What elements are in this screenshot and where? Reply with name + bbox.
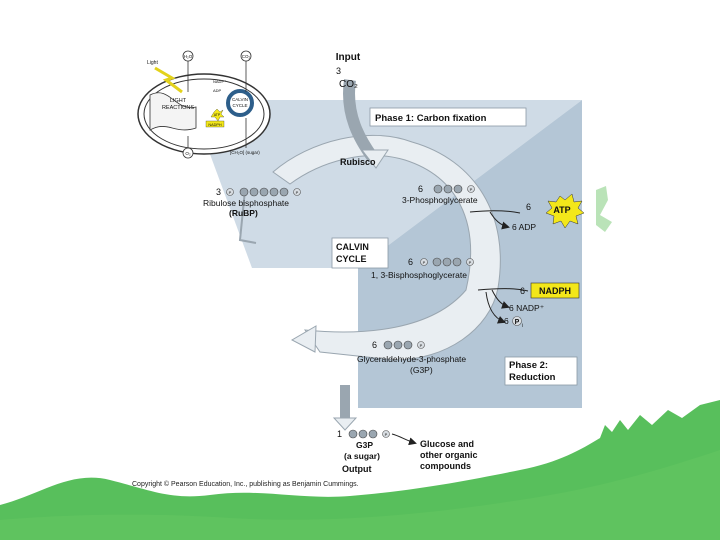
pga-molecule — [433, 184, 475, 194]
rubp-count: 3 — [216, 187, 221, 197]
inset-atp: ATP — [214, 113, 221, 117]
calvin-cycle-arrow — [272, 134, 501, 361]
inset-light-reactions: LIGHT — [170, 98, 187, 104]
bpg-name: 1, 3-Bisphosphoglycerate — [371, 270, 467, 280]
inset-sugar: [CH₂O] (sugar) — [230, 150, 260, 155]
phase1-label: Phase 1: Carbon fixation — [375, 113, 487, 124]
input-count: 3 — [336, 66, 341, 76]
output-products-3: compounds — [420, 461, 471, 471]
adp-label: 6 ADP — [512, 222, 536, 232]
svg-text:CYCLE: CYCLE — [336, 254, 367, 264]
rubisco-label: Rubisco — [340, 157, 376, 167]
output-desc: (a sugar) — [344, 451, 380, 461]
rubp-abbr: (RuBP) — [229, 208, 258, 218]
pga-count: 6 — [418, 184, 423, 194]
output-molecule — [348, 429, 390, 439]
bpg-molecule — [420, 257, 474, 267]
g3p-molecule — [383, 340, 425, 350]
pga-name: 3-Phosphoglycerate — [402, 195, 478, 205]
atp-label: ATP — [553, 205, 570, 215]
input-title: Input — [336, 52, 361, 63]
svg-text:ADP: ADP — [213, 88, 222, 93]
svg-text:P: P — [420, 343, 423, 348]
inset-light: Light — [147, 60, 158, 66]
decorative-green-shape — [596, 186, 612, 232]
calvin-label: CALVIN — [336, 242, 369, 252]
svg-text:P: P — [423, 260, 426, 265]
nadph-label: NADPH — [539, 286, 571, 296]
g3p-abbr: (G3P) — [410, 365, 433, 375]
svg-text:P: P — [470, 187, 473, 192]
output-count: 1 — [337, 429, 342, 439]
svg-text:CYCLE: CYCLE — [232, 103, 247, 108]
inset-nadph: NADPH — [208, 123, 222, 127]
copyright-notice: Copyright © Pearson Education, Inc., pub… — [132, 481, 359, 488]
rubp-molecule — [226, 187, 301, 197]
output-g3p: G3P — [356, 440, 373, 450]
inset-o2: O₂ — [185, 151, 191, 156]
atp-burst — [545, 193, 585, 229]
svg-text:P: P — [469, 260, 472, 265]
svg-text:REACTIONS: REACTIONS — [162, 105, 194, 111]
nadp-label: 6 NADP⁺ — [509, 303, 545, 313]
svg-text:Reduction: Reduction — [509, 372, 556, 383]
pi-label: P — [515, 319, 520, 326]
rubp-name: Ribulose bisphosphate — [203, 198, 289, 208]
nadph-box — [530, 282, 580, 299]
atp-count: 6 — [526, 202, 531, 212]
svg-text:i: i — [522, 323, 523, 329]
pi-count: 6 — [504, 316, 509, 326]
g3p-name: Glyceraldehyde-3-phosphate — [357, 354, 466, 364]
nadph-count: 6 — [520, 286, 525, 296]
chloroplast-inset: LIGHT REACTIONS CALVIN CYCLE H₂O CO₂ Lig… — [137, 50, 271, 159]
bpg-count: 6 — [408, 257, 413, 267]
svg-text:P: P — [385, 432, 388, 437]
inset-calvin-cycle: CALVIN — [232, 97, 248, 102]
output-products-1: Glucose and — [420, 439, 474, 449]
phase2-label: Phase 2: — [509, 360, 548, 371]
input-molecule: CO₂ — [339, 79, 358, 90]
g3p-count: 6 — [372, 340, 377, 350]
inset-co2: CO₂ — [242, 54, 251, 59]
inset-h2o: H₂O — [184, 54, 193, 59]
output-title: Output — [342, 464, 372, 474]
phase1-panel — [190, 100, 582, 268]
output-products-2: other organic — [420, 450, 478, 460]
svg-text:P: P — [229, 190, 232, 195]
svg-text:P: P — [296, 190, 299, 195]
svg-text:NADP⁺: NADP⁺ — [213, 79, 226, 84]
